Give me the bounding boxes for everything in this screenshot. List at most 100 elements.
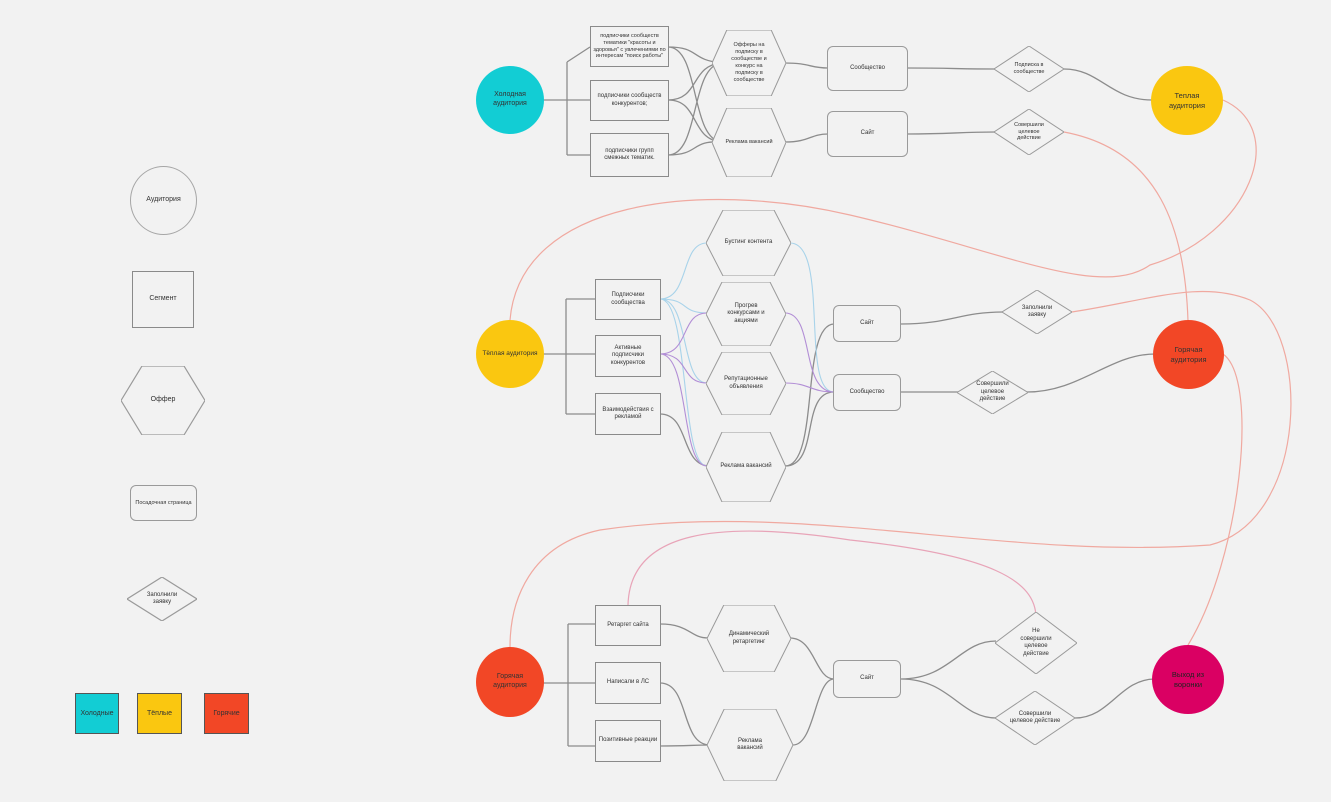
warm-offer-3-label: Репутационные объявления: [724, 376, 768, 390]
warm-segment-2-label: Активные подписчики конкурентов: [610, 344, 646, 366]
warm-audience-circle: Тёплая аудитория: [476, 320, 544, 388]
warm-action-2: Совершили целевое действие: [957, 371, 1028, 414]
diamond-shape: [994, 109, 1064, 155]
hot-action-1-label: Не совершили целевое действие: [1020, 628, 1052, 657]
cold-page-site: Сайт: [827, 111, 908, 157]
connector: [900, 311, 1156, 393]
hot-audience-circle: Горячая аудитория: [476, 647, 544, 717]
legend-action-label: Заполнили заявку: [146, 591, 178, 606]
legend-offer-hexagon: Оффер: [121, 366, 205, 435]
connector: [543, 46, 591, 156]
warm-page-community: Сообщество: [833, 374, 901, 411]
warm-page-site-label: Сайт: [860, 319, 874, 326]
diamond-shape: [995, 691, 1075, 745]
warm-segment-3-label: Взаимодействия с рекламой: [602, 406, 654, 421]
swatch-cold-label: Холодные: [80, 710, 114, 717]
connector: [900, 640, 1156, 719]
connector: [784, 312, 835, 393]
cold-offer-1-label: Офферы на подписку в сообществе и конкур…: [731, 42, 767, 83]
warm-action-1-label: Заполнили заявку: [1021, 304, 1053, 319]
hexagon-shape: [706, 210, 791, 276]
cold-audience-circle: Холодная аудитория: [476, 66, 544, 134]
hot-segment-2-label: Написали в ЛС: [606, 679, 650, 686]
hot-segment-3: Позитивные реакции: [595, 720, 661, 762]
hexagon-shape: [712, 108, 786, 177]
hot-offer-2-label: Реклама вакансий: [737, 737, 763, 752]
cold-page-site-label: Сайт: [860, 130, 875, 137]
hexagon-shape: [707, 605, 791, 672]
cold-page-community: Сообщество: [827, 46, 908, 91]
legend-audience-circle: Аудитория: [130, 166, 197, 235]
legend-action-diamond: Заполнили заявку: [127, 577, 197, 621]
cold-action-2-label: Совершили целевое действие: [1014, 121, 1044, 142]
diamond-shape: [995, 612, 1077, 674]
diamond-shape: [957, 371, 1028, 414]
warm-offer-1-label: Бустинг контента: [724, 239, 773, 246]
swatch-hot-label: Горячие: [213, 710, 240, 717]
cold-action-1: Подписка в сообществе: [994, 46, 1064, 92]
edges-pink: [509, 99, 1292, 648]
warm-offer-3: Репутационные объявления: [706, 352, 786, 415]
cold-offer-2: Реклама вакансий: [712, 108, 786, 177]
cold-page-community-label: Сообщество: [850, 64, 885, 71]
warm-offer-4: Реклама вакансий: [706, 432, 786, 502]
diamond-shape: [1002, 290, 1072, 334]
legend-segment-label: Сегмент: [149, 295, 177, 303]
warm-offer-2-label: Прогрев конкурсами и акциями: [727, 302, 765, 324]
warm-segment-1-label: Подписчики сообщества: [611, 292, 645, 306]
connector: [627, 530, 1037, 619]
warm-offer-4-label: Реклама вакансий: [720, 463, 772, 470]
connector: [784, 62, 829, 143]
hexagon-shape: [712, 30, 786, 96]
warm-segment-1: Подписчики сообщества: [595, 279, 661, 320]
hot-page-site-label: Сайт: [860, 675, 874, 682]
legend-offer-label: Оффер: [150, 396, 176, 404]
swatch-hot: Горячие: [204, 693, 249, 734]
hot-page-site: Сайт: [833, 660, 901, 698]
warm-audience-right-circle: Теплая аудитория: [1151, 66, 1223, 135]
connector: [659, 623, 711, 747]
warm-action-2-label: Совершили целевое действие: [976, 381, 1009, 403]
swatch-warm: Тёплые: [137, 693, 182, 734]
cold-audience-label: Холодная аудитория: [493, 91, 527, 107]
connector: [667, 46, 723, 156]
hot-segment-1: Ретаргет сайта: [595, 605, 661, 646]
connector: [789, 637, 835, 746]
hexagon-shape: [706, 282, 786, 346]
cold-action-2: Совершили целевое действие: [994, 109, 1064, 155]
hot-audience-right-label: Горячая аудитория: [1170, 345, 1207, 364]
hot-audience-label: Горячая аудитория: [493, 673, 527, 689]
hexagon-shape: [121, 366, 205, 435]
warm-action-1: Заполнили заявку: [1002, 290, 1072, 334]
hot-audience-right-circle: Горячая аудитория: [1153, 320, 1224, 389]
connector: [1063, 131, 1189, 322]
hot-action-2: Совершили целевое действие: [995, 691, 1075, 745]
connector: [509, 99, 1257, 321]
legend-landing-box: Посадочная страница: [130, 485, 197, 521]
warm-page-site: Сайт: [833, 305, 901, 342]
legend-segment-box: Сегмент: [132, 271, 194, 328]
connector: [1187, 353, 1243, 646]
warm-page-community-label: Сообщество: [849, 388, 885, 395]
hot-action-2-label: Совершили целевое действие: [1009, 710, 1061, 725]
cold-offer-1: Офферы на подписку в сообществе и конкур…: [712, 30, 786, 96]
cold-segment-3-label: подписчики групп смежных тематик.: [604, 147, 655, 162]
warm-audience-label: Тёплая аудитория: [482, 349, 538, 357]
edges-purple: [659, 312, 835, 467]
cold-offer-2-label: Реклама вакансий: [725, 139, 773, 146]
swatch-warm-label: Тёплые: [147, 710, 172, 717]
legend-landing-label: Посадочная страница: [135, 499, 192, 506]
connector: [789, 242, 835, 393]
cold-segment-3: подписчики групп смежных тематик.: [590, 133, 669, 177]
hot-segment-2: Написали в ЛС: [595, 662, 661, 704]
warm-segment-2: Активные подписчики конкурентов: [595, 335, 661, 377]
connector: [659, 312, 708, 467]
hot-segment-1-label: Ретаргет сайта: [607, 621, 649, 628]
connector: [784, 323, 835, 467]
hot-offer-2: Реклама вакансий: [707, 709, 793, 781]
swatch-cold: Холодные: [75, 693, 119, 734]
connector: [543, 623, 595, 747]
diamond-shape: [127, 577, 197, 621]
